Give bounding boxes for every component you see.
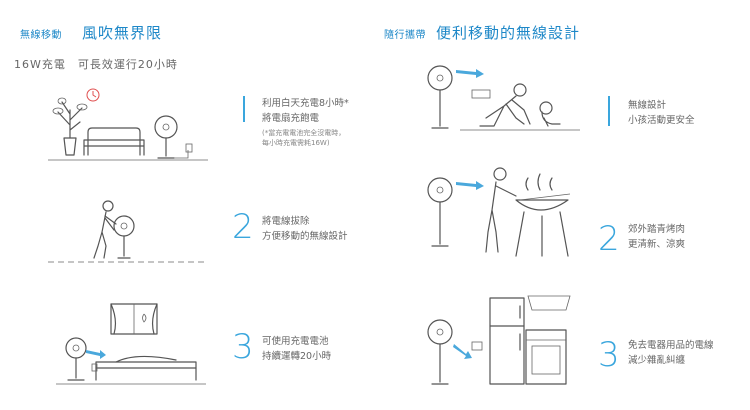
- left-section-tag: 無線移動: [20, 30, 62, 41]
- right-item-2-number: 2: [598, 219, 620, 259]
- right-item-2-text: 郊外踏青烤肉 更清新、涼爽: [628, 222, 685, 252]
- right-item-3-line-2: 減少雜亂糾纏: [628, 355, 686, 366]
- left-item-2-line-2: 方便移動的無線設計: [262, 231, 348, 242]
- right-item-1-text: 無線設計 小孩活動更安全: [628, 98, 695, 128]
- right-item-1-divider: [608, 96, 610, 126]
- kitchen-fan-illustration: [427, 295, 571, 385]
- left-item-2-line-1: 將電線拔除: [262, 216, 310, 227]
- left-section-subtitle: 16W充電 可長效運行20小時: [14, 58, 178, 71]
- right-item-3-line-1: 免去電器用品的電線: [628, 340, 714, 351]
- parent-child-fan-illustration: [427, 65, 580, 131]
- right-item-2-line-2: 更清新、涼爽: [628, 239, 686, 250]
- right-item-1-line-2: 小孩活動更安全: [628, 115, 695, 126]
- right-section-tag: 隨行攜帶: [384, 30, 426, 41]
- bedroom-fan-illustration: [56, 303, 206, 385]
- right-item-2-line-1: 郊外踏青烤肉: [628, 224, 686, 235]
- right-item-3-text: 免去電器用品的電線 減少雜亂糾纏: [628, 338, 714, 368]
- left-item-1-divider: [243, 96, 245, 122]
- left-item-3-line-2: 持續運轉20小時: [262, 351, 332, 362]
- left-item-1-note-2: 每小時充電需耗16W): [262, 139, 330, 147]
- right-item-3-number: 3: [598, 335, 620, 375]
- left-item-2-text: 將電線拔除 方便移動的無線設計: [262, 214, 348, 244]
- left-item-1-line-1: 利用白天充電8小時*: [262, 98, 349, 109]
- right-section-title: 便利移動的無線設計: [436, 24, 581, 42]
- left-item-3-number: 3: [232, 327, 254, 367]
- person-carrying-fan-illustration: [48, 200, 208, 263]
- living-room-charging-illustration: [48, 88, 208, 161]
- left-item-3-line-1: 可使用充電電池: [262, 336, 329, 347]
- bbq-fan-illustration: [427, 167, 571, 257]
- left-item-1-note: (*當充電電池完全沒電時， 每小時充電需耗16W): [262, 128, 345, 148]
- left-item-3-text: 可使用充電電池 持續運轉20小時: [262, 334, 331, 364]
- left-item-1-text: 利用白天充電8小時* 將電扇充飽電: [262, 96, 349, 126]
- left-item-2-number: 2: [232, 207, 254, 247]
- left-section-title: 風吹無界限: [82, 24, 163, 42]
- left-item-1-note-1: (*當充電電池完全沒電時，: [262, 129, 346, 137]
- left-item-1-line-2: 將電扇充飽電: [262, 113, 320, 124]
- right-item-1-line-1: 無線設計: [628, 100, 667, 111]
